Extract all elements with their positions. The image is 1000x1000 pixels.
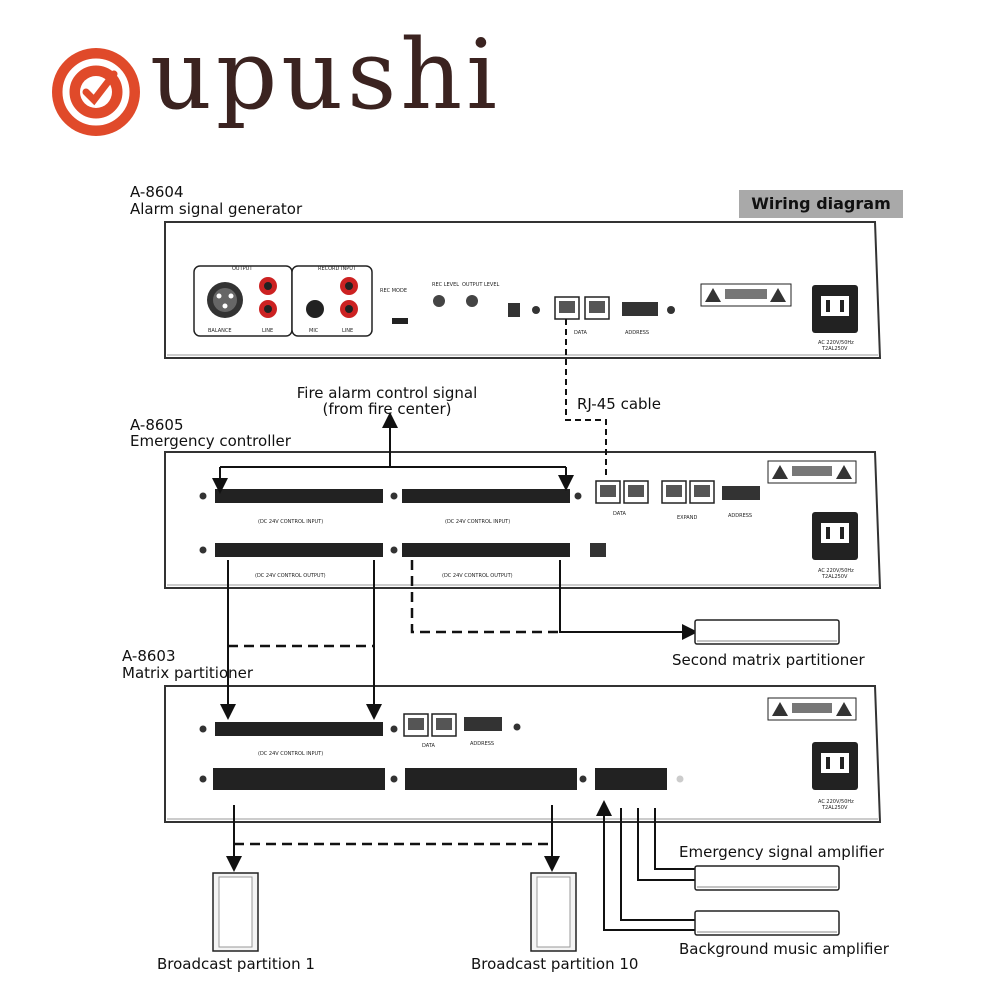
rec-level-knob — [433, 295, 445, 307]
amp-input-terminal — [595, 768, 667, 790]
emergency-amp-wire-1 — [654, 808, 695, 870]
control-output-text-1: (DC 24V CONTROL OUTPUT) — [255, 573, 326, 579]
control-input-terminal-3 — [215, 722, 383, 736]
control-output-terminal-1 — [215, 543, 383, 557]
controller-model: A-8605 — [130, 416, 184, 434]
background-amp-wire-2 — [603, 808, 695, 931]
brand-name: upushi — [150, 19, 501, 131]
line-text-1: LINE — [262, 328, 273, 334]
speaker-10 — [530, 872, 577, 952]
fire-signal-sublabel: (from fire center) — [322, 400, 452, 418]
address-text-1: ADDRESS — [625, 330, 649, 336]
second-matrix-label: Second matrix partitioner — [672, 651, 865, 669]
partition10-label: Broadcast partition 10 — [471, 955, 639, 973]
generator-name: Alarm signal generator — [130, 200, 303, 218]
line-text-2: LINE — [342, 328, 353, 334]
generator-panel: OUTPUT RECORD INPUT BALANCE LINE MIC LIN… — [164, 221, 882, 359]
balance-text: BALANCE — [208, 328, 232, 334]
emergency-amp-box — [694, 865, 840, 891]
partitioner-panel: (DC 24V CONTROL INPUT) DATA ADDRESS AC 2… — [164, 685, 882, 823]
address-dip-switch-2 — [722, 486, 760, 500]
mic-input-jack — [306, 300, 324, 318]
fire-signal-label: Fire alarm control signal — [296, 384, 478, 402]
background-amp-box — [694, 910, 840, 936]
speaker-terminal-2 — [405, 768, 577, 790]
controller-name: Emergency controller — [130, 432, 291, 450]
background-amp-wire-1 — [620, 808, 695, 921]
power-text-1: AC 220V/50Hz — [818, 340, 854, 346]
fuse-text-1: T2AL250V — [821, 346, 848, 352]
emergency-amp-wire-2 — [637, 808, 695, 881]
rj45-cable — [565, 319, 607, 478]
partition1-label: Broadcast partition 1 — [157, 955, 315, 973]
wiring-diagram-badge: Wiring diagram — [739, 190, 903, 218]
partitioner-model: A-8603 — [122, 647, 176, 665]
second-matrix-wire — [410, 560, 560, 634]
address-dip-switch — [622, 302, 658, 316]
fuse-text-2: T2AL250V — [821, 574, 848, 580]
output-text: OUTPUT — [232, 266, 253, 272]
address-dip-switch-3 — [464, 717, 502, 731]
controller-panel: (DC 24V CONTROL INPUT) (DC 24V CONTROL I… — [164, 451, 882, 589]
address-text-2: ADDRESS — [728, 513, 752, 519]
fuse-text-3: T2AL250V — [821, 805, 848, 811]
data-text-2: DATA — [613, 511, 626, 517]
control-input-terminal-1 — [215, 489, 383, 503]
output-level-text: OUTPUT LEVEL — [462, 282, 499, 288]
control-input-text-3: (DC 24V CONTROL INPUT) — [258, 751, 323, 757]
speaker-1 — [212, 872, 259, 952]
emergency-amp-label: Emergency signal amplifier — [679, 843, 885, 861]
rec-mode-switch — [392, 318, 408, 324]
control-input-text-1: (DC 24V CONTROL INPUT) — [258, 519, 323, 525]
fire-signal-wire — [219, 422, 566, 483]
expand-text: EXPAND — [677, 515, 697, 521]
rec-mode-text: REC MODE — [380, 288, 407, 294]
address-text-3: ADDRESS — [470, 741, 494, 747]
brand-logo-icon — [52, 48, 140, 136]
control-input-terminal-2 — [402, 489, 570, 503]
control-output-terminal-2 — [402, 543, 570, 557]
generator-model: A-8604 — [130, 183, 184, 201]
power-text-3: AC 220V/50Hz — [818, 799, 854, 805]
output-level-knob — [466, 295, 478, 307]
background-amp-label: Background music amplifier — [679, 940, 889, 958]
speaker-terminal-1 — [213, 768, 385, 790]
control-output-text-2: (DC 24V CONTROL OUTPUT) — [442, 573, 513, 579]
record-input-text: RECORD INPUT — [318, 266, 357, 272]
second-matrix-box — [694, 619, 840, 645]
power-text-2: AC 220V/50Hz — [818, 568, 854, 574]
data-text-3: DATA — [422, 743, 435, 749]
mic-text: MIC — [309, 328, 319, 334]
wires — [212, 319, 698, 931]
control-input-text-2: (DC 24V CONTROL INPUT) — [445, 519, 510, 525]
rj45-label: RJ-45 cable — [577, 395, 661, 413]
rec-level-text: REC LEVEL — [432, 282, 459, 288]
partitioner-name: Matrix partitioner — [122, 664, 254, 682]
data-text-1: DATA — [574, 330, 587, 336]
